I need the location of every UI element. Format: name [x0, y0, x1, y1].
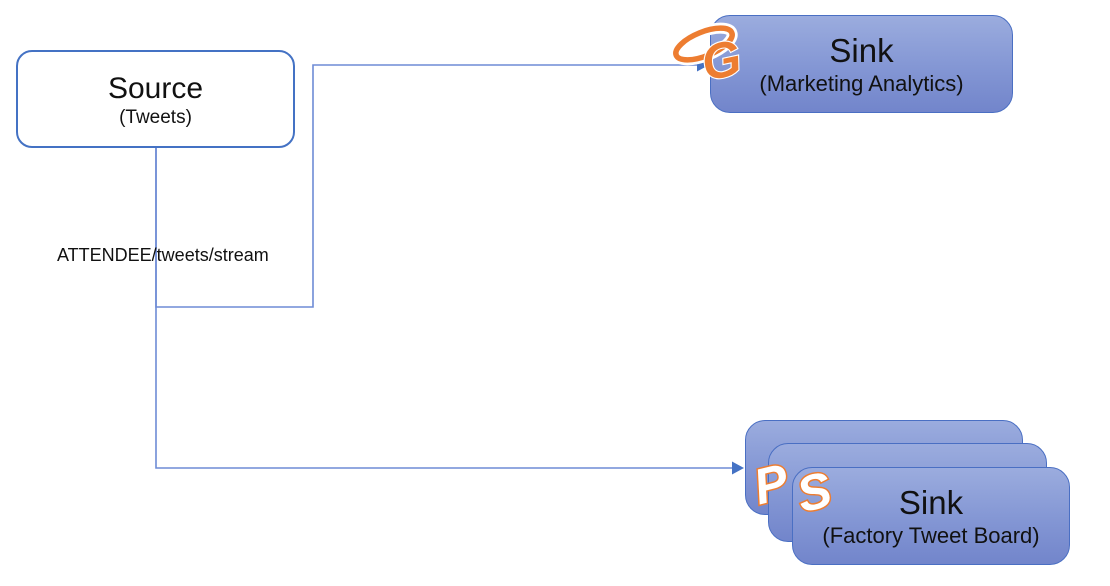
sink-marketing-title: Sink: [829, 31, 894, 69]
arrowhead-factory-icon: [732, 461, 744, 475]
sink-factory-node: Sink (Factory Tweet Board): [792, 467, 1070, 565]
sink-marketing-subtitle: (Marketing Analytics): [759, 70, 964, 96]
ps-logo-letter-p: P: [748, 453, 795, 516]
source-node-subtitle: (Tweets): [119, 107, 192, 128]
cg-logo-c-ring: [670, 22, 738, 66]
edge-source-to-factory: [155, 148, 733, 469]
cg-logo-letter-g: G: [697, 29, 747, 92]
edge-label-topic: ATTENDEE/tweets/stream: [57, 245, 269, 265]
ps-logo-icon: P S: [747, 451, 839, 524]
ps-logo-letter-s: S: [791, 461, 837, 523]
sink-marketing-node: Sink (Marketing Analytics): [710, 15, 1013, 113]
sink-factory-subtitle: (Factory Tweet Board): [822, 522, 1040, 548]
sink-factory-title: Sink: [898, 483, 964, 521]
source-node-title: Source: [107, 72, 204, 105]
cg-logo-icon: G: [670, 22, 747, 93]
source-node: Source (Tweets): [16, 50, 295, 148]
